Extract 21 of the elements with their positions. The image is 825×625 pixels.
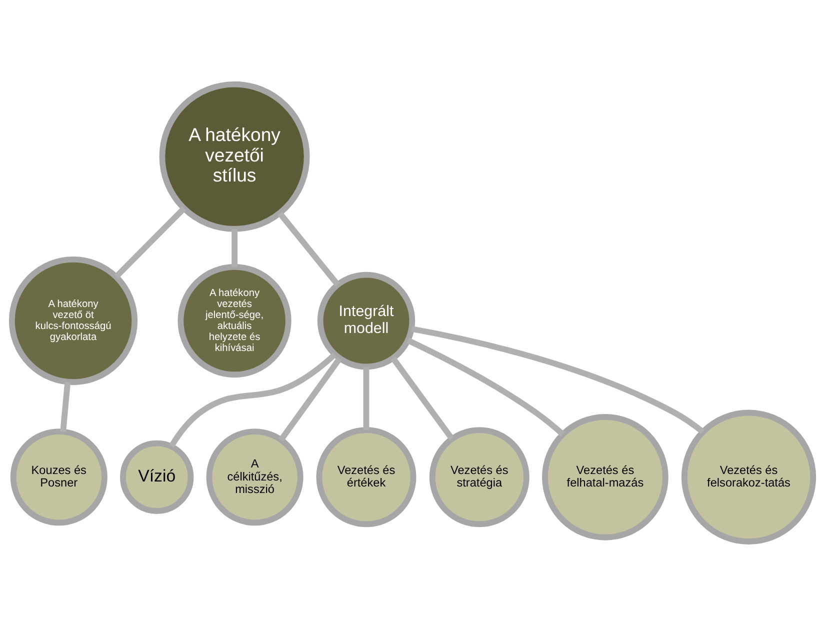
- node-circle: Vezetés és felhatal-mazás: [542, 413, 668, 540]
- node-circle: A hatékony vezetői stílus: [159, 80, 310, 232]
- connector: [278, 356, 342, 442]
- connector: [60, 381, 71, 432]
- connector: [363, 366, 370, 430]
- node-circle: Kouzes és Posner: [10, 428, 108, 526]
- connector: [232, 228, 238, 266]
- node-circle: Integrált modell: [317, 271, 416, 370]
- connector: [406, 337, 565, 436]
- node-circle: Vezetés és felsorakoz-tatás: [681, 409, 816, 544]
- connector: [277, 210, 340, 286]
- connector: [168, 352, 337, 448]
- node-circle: A hatékony vezető öt kulcs-fontosságú gyakorlata: [8, 256, 138, 385]
- node-circle: A célkitűzés, misszió: [206, 428, 304, 526]
- node-circle: Vezetés és értékek: [316, 426, 416, 527]
- connector: [390, 356, 454, 440]
- connector: [411, 325, 704, 434]
- node-circle: Vízió: [120, 440, 194, 514]
- node-circle: Vezetés és stratégia: [429, 426, 530, 527]
- connector: [114, 206, 186, 278]
- node-circle: A hatékony vezetés jelentő-sége, aktuális helyzete és kihívásai: [178, 263, 292, 378]
